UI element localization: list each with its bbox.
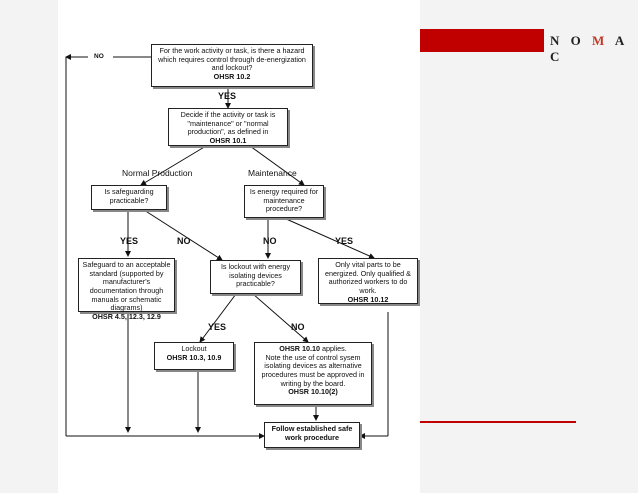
label-no-top: NO [94,53,104,60]
lockout-question-text: Is lockout with energy isolating devices… [220,262,291,289]
left-margin-panel [0,0,58,493]
lockout-text: Lockout [181,344,207,353]
follow-procedure-box: Follow established safe work procedure [264,422,360,448]
safeguard-standard-text: Safeguard to an acceptable standard (sup… [82,260,171,313]
connector-lockout-yes [199,293,237,343]
label-normal-production: Normal Production [122,168,193,178]
safeguarding-question-text: Is safeguarding practicable? [104,187,154,205]
nomac-logo: N O M A C [550,33,628,64]
applies-ref: OHSR 10.10(2) [288,387,338,397]
label-yes-1: YES [218,91,237,101]
label-no-2: NO [177,236,191,246]
applies-text-top: applies. [321,344,347,353]
lockout-ref: OHSR 10.3, 10.9 [166,352,222,362]
energy-question-box: Is energy required for maintenance proce… [244,185,324,218]
header-accent-bar [420,29,544,52]
footer-accent-line [420,421,576,423]
connector-energy-yes [283,217,375,259]
label-yes-3: YES [335,236,354,246]
connector-maintenance [249,145,305,186]
right-side-panel [420,0,638,493]
vital-parts-text: Only vital parts to be energized. Only q… [325,260,411,295]
start-question-box: For the work activity or task, is there … [151,44,313,87]
safeguard-standard-ref: OHSR 4.5, 12.3, 12.9 [92,311,161,321]
applies-text: Note the use of control sysem isolating … [261,352,365,388]
flowchart-connectors [65,54,389,439]
label-yes-4: YES [208,322,227,332]
decide-text: Decide if the activity or task is "maint… [180,110,276,137]
label-no-4: NO [291,322,305,332]
vital-parts-box: Only vital parts to be energized. Only q… [318,258,418,304]
decide-box: Decide if the activity or task is "maint… [168,108,288,146]
decide-ref: OHSR 10.1 [209,135,247,145]
label-maintenance: Maintenance [248,168,297,178]
connector-normal-production [140,145,207,186]
start-question-ref: OHSR 10.2 [213,71,251,81]
follow-procedure-text: Follow established safe work procedure [271,424,353,442]
energy-question-text: Is energy required for maintenance proce… [249,187,319,214]
lockout-box: Lockout OHSR 10.3, 10.9 [154,342,234,370]
label-no-3: NO [263,236,277,246]
safeguarding-question-box: Is safeguarding practicable? [91,185,167,210]
vital-parts-ref: OHSR 10.12 [347,294,389,304]
applies-box: OHSR 10.10 applies. Note the use of cont… [254,342,372,405]
lockout-question-box: Is lockout with energy isolating devices… [210,260,301,294]
applies-ref-top: OHSR 10.10 [279,344,320,353]
safeguard-standard-box: Safeguard to an acceptable standard (sup… [78,258,175,320]
lockout-flowchart: NO For the work activity or task, is the… [58,0,420,493]
label-yes-2: YES [120,236,139,246]
connector-lockout-no [252,293,309,343]
connector-safeguard-no [143,209,223,261]
start-question-text: For the work activity or task, is there … [158,46,306,73]
